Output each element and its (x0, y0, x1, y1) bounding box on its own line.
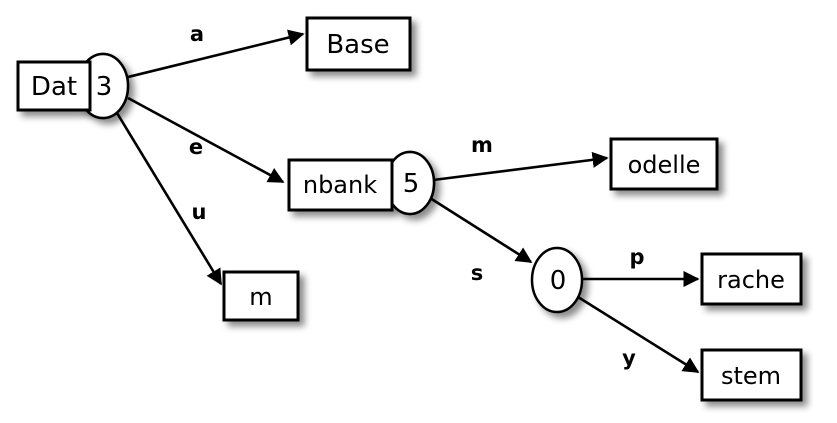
edge-u-line (115, 112, 223, 286)
node-nbank-ellipse-label: 5 (403, 169, 420, 199)
edge-p-label: p (629, 245, 644, 269)
node-stem[interactable]: stem (700, 348, 803, 402)
node-m-leaf-rect[interactable] (222, 270, 300, 322)
edge-s-label: s (471, 261, 484, 285)
node-stem-label: stem (721, 362, 781, 390)
edge-m-line (432, 151, 609, 182)
node-base[interactable]: Base (305, 16, 412, 72)
edge-m-label: m (471, 133, 493, 157)
node-nbank-rect-label: nbank (303, 171, 377, 199)
node-rache[interactable]: rache (700, 252, 803, 306)
edge-a-line (123, 29, 305, 80)
edge-y-line (577, 295, 700, 374)
node-nbank-rect-outline (287, 158, 394, 212)
edge-a-label: a (190, 22, 204, 46)
node-zero[interactable]: 0 (530, 246, 584, 314)
edge-m: m (432, 133, 609, 182)
node-odelle-rect[interactable] (609, 137, 719, 191)
node-zero-ellipse[interactable] (530, 246, 584, 314)
edge-e: e (127, 96, 285, 184)
node-stem-rect[interactable] (700, 348, 803, 402)
edges-layer: a e u m s p y (115, 22, 700, 374)
node-m-leaf-label: m (249, 283, 272, 311)
edge-y: y (577, 295, 700, 374)
edge-u: u (115, 112, 223, 286)
node-zero-label: 0 (550, 266, 567, 296)
node-root-ellipse-label: 3 (96, 72, 113, 102)
node-rache-rect[interactable] (700, 252, 803, 306)
node-base-rect[interactable] (305, 16, 412, 72)
node-base-label: Base (326, 30, 389, 60)
edge-e-line (127, 96, 285, 184)
node-odelle[interactable]: odelle (609, 137, 719, 191)
edge-u-label: u (192, 200, 207, 224)
edge-p: p (581, 245, 700, 288)
node-root[interactable]: Dat 3 (16, 52, 130, 120)
edge-e-label: e (189, 135, 203, 159)
node-odelle-label: odelle (628, 151, 701, 179)
node-nbank[interactable]: nbank 5 (287, 150, 436, 216)
edge-a: a (123, 22, 305, 80)
edge-s-line (429, 196, 533, 264)
node-root-rect-label: Dat (31, 72, 77, 102)
node-rache-label: rache (717, 266, 785, 294)
edge-y-label: y (622, 346, 636, 370)
node-root-rect-outline (16, 60, 92, 112)
node-m-leaf[interactable]: m (222, 270, 300, 322)
nodes-layer: Dat 3 Base m nbank 5 odelle (16, 16, 803, 402)
edge-s: s (429, 196, 533, 285)
